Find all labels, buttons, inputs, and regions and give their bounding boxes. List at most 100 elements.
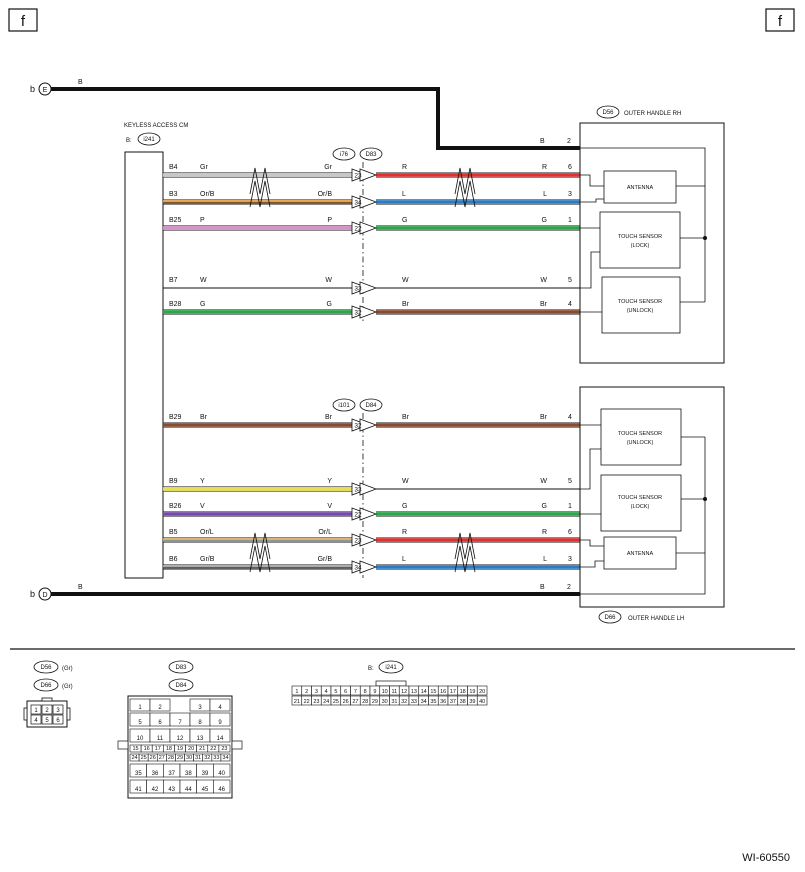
ecu-pin-number: 23 <box>313 699 319 705</box>
junction-pin-number: 12 <box>177 736 184 742</box>
rh-handle-name: OUTER HANDLE RH <box>624 111 681 117</box>
handle-pin-B26: 1 <box>568 503 572 510</box>
ecu-pin-number: 2 <box>305 689 308 695</box>
lh-antenna-label: ANTENNA <box>627 551 654 557</box>
ecu-pin-number: 26 <box>343 699 349 705</box>
handle-pin-cell <box>52 714 64 725</box>
junction-pin-number: 28 <box>168 755 174 761</box>
ecu-pin-cell <box>476 685 488 696</box>
left-wire-color-near-B3: Or/B <box>318 191 333 198</box>
ecu-pin-number: 14 <box>421 689 427 695</box>
ecu-connector-prefix: B: <box>126 138 132 144</box>
lh-unlock-label-1: TOUCH SENSOR <box>618 431 662 437</box>
junction-pin-B7: 33 <box>354 286 362 293</box>
ecu-pin-number: 11 <box>392 689 398 695</box>
terminal-top-side: b <box>30 84 35 94</box>
handle-pin-number: 4 <box>34 718 38 724</box>
handle-view-color-a: (Gr) <box>62 666 73 672</box>
junction-pin-number: 2 <box>158 705 162 711</box>
junction-pin-cell <box>218 744 231 753</box>
rh-lock-label-2: (LOCK) <box>631 243 650 249</box>
ecu-pin-number: 37 <box>450 699 456 705</box>
handle-pin-number: 2 <box>45 708 49 714</box>
rh-ground-pin: 2 <box>567 138 571 145</box>
rh-unlock-label-2: (UNLOCK) <box>627 308 654 314</box>
rh-touch-sensor-unlock: TOUCH SENSOR (UNLOCK) <box>601 276 681 334</box>
twist-left-B5 <box>249 532 271 560</box>
junction-pin-cell <box>209 728 231 743</box>
left-wire-color-B29: Br <box>200 414 208 421</box>
ground-wire-top-label: B <box>78 79 83 86</box>
right-wire-color-B28: Br <box>402 301 410 308</box>
right-wire-color-near-B6: L <box>543 556 547 563</box>
ground-wire-top <box>51 87 580 150</box>
right-wire-color-near-B4: R <box>542 164 547 171</box>
twist-left-B4 <box>249 167 271 195</box>
left-wire-color-B7: W <box>200 277 207 284</box>
corner-label-left: f <box>21 13 26 30</box>
junction-pin-number: 19 <box>177 746 183 752</box>
wire-left-B29 <box>163 422 352 428</box>
left-wire-color-near-B28: G <box>327 301 332 308</box>
corner-tab-left: f <box>8 8 38 32</box>
ecu-pin-number: 9 <box>373 689 376 695</box>
wire-right-B25 <box>376 225 580 231</box>
handle-pin-B28: 4 <box>568 301 572 308</box>
junction-upper-label: i76 D83 <box>332 147 383 161</box>
junction-arrow2-B4 <box>359 168 378 182</box>
junction-pin-number: 26 <box>150 755 156 761</box>
left-wire-color-near-B5: Or/L <box>318 529 332 536</box>
junction-upper-a: i76 <box>340 152 349 158</box>
junction-pin-number: 43 <box>168 787 175 793</box>
ecu-connector-label: i241 <box>143 137 155 143</box>
rh-antenna: ANTENNA <box>603 170 677 204</box>
handle-view-color-b: (Gr) <box>62 684 73 690</box>
wire-right-B28 <box>376 309 580 315</box>
junction-pin-number: 32 <box>204 755 210 761</box>
lh-unlock-label-2: (UNLOCK) <box>627 440 654 446</box>
handle-view-label-a: D56 <box>40 665 52 671</box>
ecu-pin-B5: B5 <box>169 529 178 536</box>
wire-left-B6 <box>163 564 352 570</box>
junction-lower-a: i101 <box>338 403 350 409</box>
right-wire-color-near-B5: R <box>542 529 547 536</box>
handle-pin-B6: 3 <box>568 556 572 563</box>
junction-pin-number: 7 <box>178 720 182 726</box>
ecu-pin-number: 12 <box>401 689 407 695</box>
ecu-pin-number: 8 <box>364 689 367 695</box>
wire-left-B9 <box>163 486 352 492</box>
junction-pin-number: 41 <box>135 787 142 793</box>
ecu-pin-number: 25 <box>333 699 339 705</box>
terminal-top-label: E <box>43 87 48 94</box>
lh-handle-name: OUTER HANDLE LH <box>628 616 684 622</box>
handle-pin-cell <box>41 704 53 715</box>
junction-pin-number: 13 <box>197 736 204 742</box>
lh-ground-pin: 2 <box>567 584 571 591</box>
corner-tab-right: f <box>765 8 795 32</box>
junction-arrow2-B5 <box>359 533 378 547</box>
junction-pin-number: 20 <box>188 746 194 752</box>
rh-touch-sensor-lock: TOUCH SENSOR (LOCK) <box>599 211 681 269</box>
junction-arrow2-B7 <box>359 281 378 295</box>
left-wire-color-near-B25: P <box>327 217 332 224</box>
junction-pin-number: 25 <box>141 755 147 761</box>
junction-arrow2-B26 <box>359 507 378 521</box>
ecu-pin-number: 6 <box>344 689 347 695</box>
wire-left-B25 <box>163 225 352 231</box>
twist-right-B5 <box>454 532 476 560</box>
ecu-pin-number: 40 <box>479 699 485 705</box>
left-wire-color-near-B29: Br <box>325 414 333 421</box>
ecu-pin-number: 39 <box>469 699 475 705</box>
ecu-pin-number: 33 <box>411 699 417 705</box>
junction-pin-number: 35 <box>135 771 142 777</box>
ecu-pin-B7: B7 <box>169 277 178 284</box>
junction-pin-B6: 34 <box>354 565 362 572</box>
